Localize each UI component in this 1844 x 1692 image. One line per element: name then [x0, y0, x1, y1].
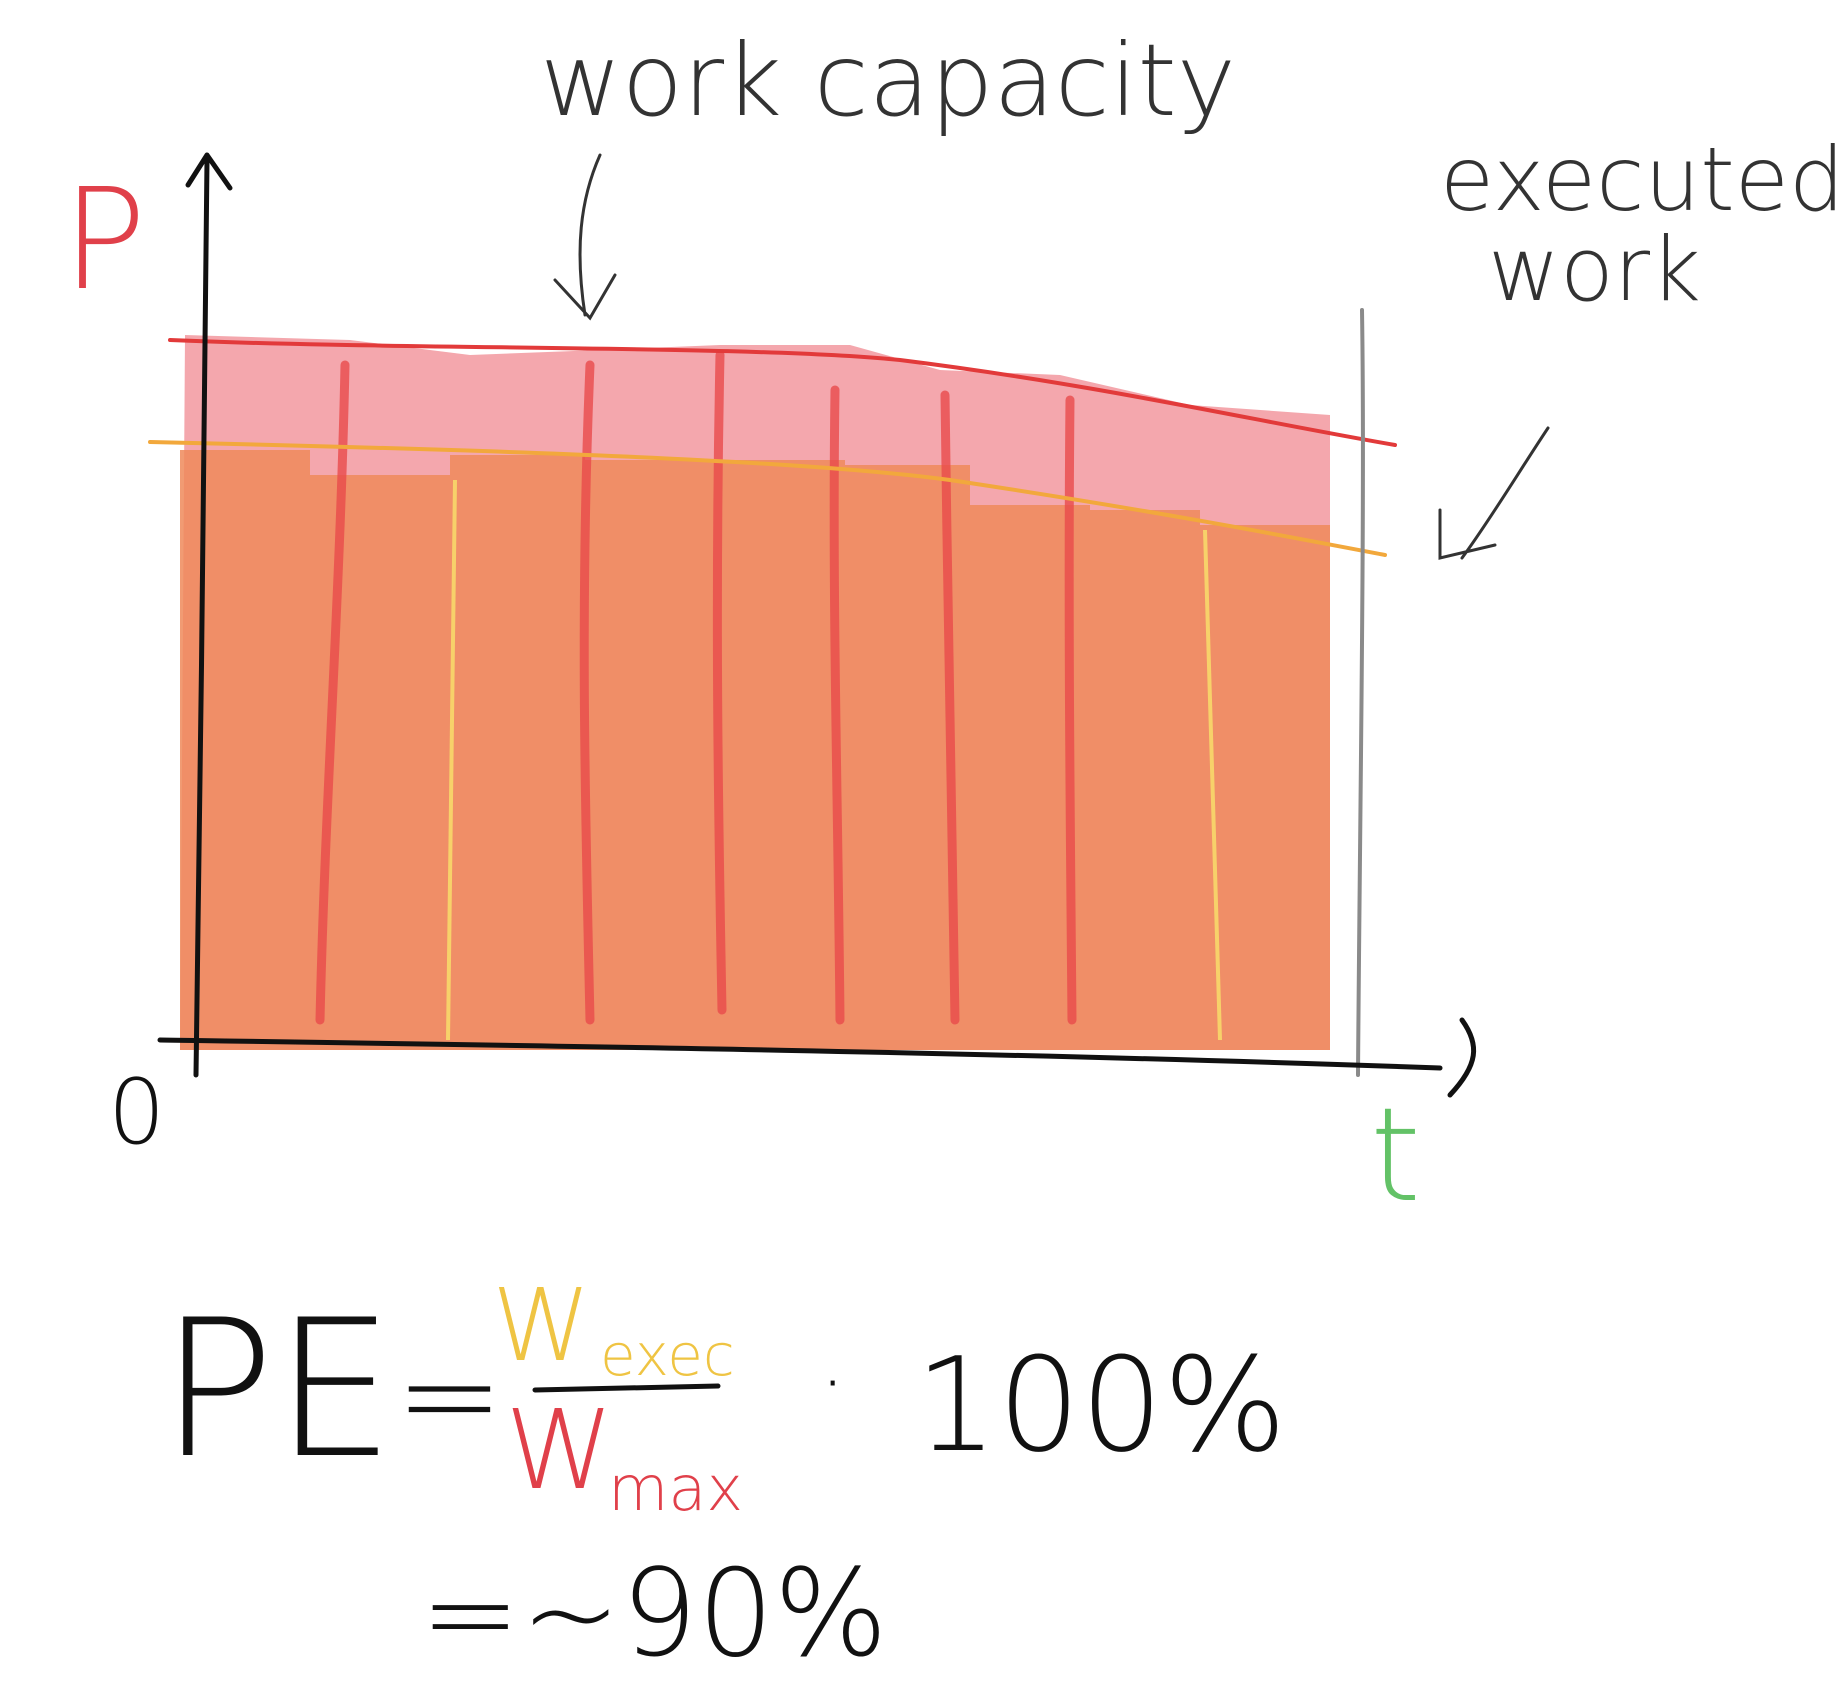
fraction-bar	[532, 1383, 721, 1393]
executed-annotation-line2: work	[1488, 218, 1701, 321]
executed-bar-8	[1090, 510, 1200, 1050]
formula-equals: =	[395, 1319, 504, 1471]
executed-separator-1	[446, 479, 457, 1041]
formula: PE = W exec W max · 100% =~90%	[160, 1267, 1287, 1684]
y-axis	[193, 157, 210, 1078]
formula-multiply: ·	[820, 1336, 845, 1429]
executed-separators	[446, 479, 1222, 1041]
slot-separator-4	[829, 385, 845, 1025]
executed-line	[148, 440, 1387, 557]
formula-factor: 100%	[915, 1329, 1287, 1481]
formula-numerator-symbol: W	[492, 1267, 591, 1384]
origin-label: 0	[108, 1060, 165, 1165]
executed-area	[180, 450, 1330, 1050]
x-axis	[157, 1037, 1443, 1071]
formula-lhs: PE	[160, 1279, 395, 1500]
executed-arrow	[1438, 426, 1550, 560]
slot-separator-6	[1064, 395, 1077, 1025]
formula-denominator-subscript: max	[608, 1452, 743, 1525]
y-axis-arrowhead	[185, 152, 233, 191]
formula-denominator-symbol: W	[505, 1386, 614, 1514]
executed-bar-3	[450, 455, 585, 1050]
executed-bar-9	[1200, 525, 1330, 1050]
y-axis-label: P	[62, 159, 146, 322]
time-limit-line	[1356, 308, 1365, 1077]
slot-separator-2	[579, 360, 595, 1025]
formula-result: =~90%	[420, 1545, 888, 1684]
executed-bar-4	[585, 460, 715, 1050]
x-axis-arrowhead	[1447, 1017, 1477, 1098]
slot-separators	[315, 350, 1077, 1025]
capacity-annotation: work capacity	[540, 22, 1236, 139]
formula-numerator-subscript: exec	[600, 1321, 735, 1389]
x-axis-label: t	[1370, 1079, 1421, 1231]
executed-annotation-line1: executed	[1440, 128, 1844, 231]
slot-separator-1	[315, 360, 350, 1025]
capacity-line	[168, 338, 1397, 447]
axes	[157, 152, 1477, 1098]
slot-separator-3	[712, 350, 727, 1015]
executed-separator-2	[1203, 529, 1222, 1041]
executed-bar-5	[715, 460, 845, 1050]
capacity-arrow	[553, 153, 617, 321]
